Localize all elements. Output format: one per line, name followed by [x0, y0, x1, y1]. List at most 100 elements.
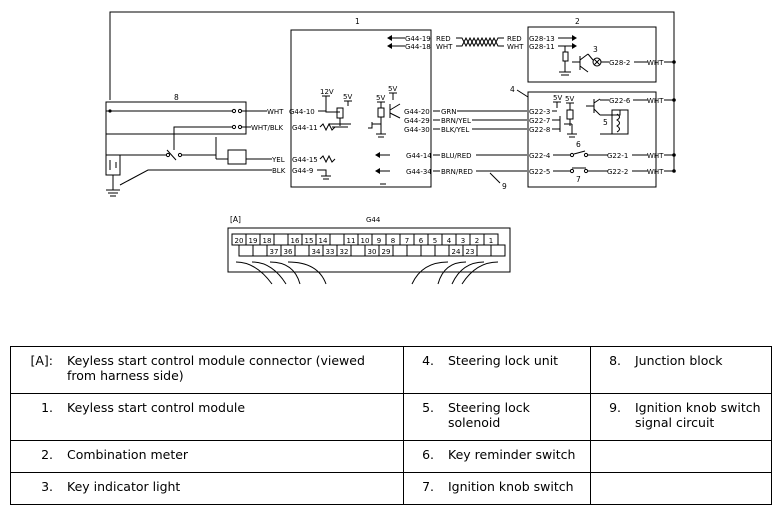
connector-pin-cell	[406, 244, 422, 257]
wire-wht-g44-10: WHT	[267, 108, 284, 116]
connector-pin-label: 8	[391, 237, 395, 245]
legend-number: 5.	[403, 393, 442, 441]
legend-text: Keyless start control module	[61, 393, 404, 441]
connector-pin-label: 9	[377, 237, 381, 245]
supply-12v: 12V	[320, 88, 334, 96]
control-module-box	[290, 29, 432, 188]
connector-pin-cell	[476, 244, 492, 257]
wire-blk: BLK	[272, 167, 286, 175]
label-g44-30: G44-30	[404, 126, 430, 134]
connector-pin-label: 34	[312, 248, 321, 256]
wire-wht-2: WHT	[507, 43, 524, 51]
legend-row: [A]:Keyless start control module connect…	[10, 346, 772, 394]
connector-pin-cell	[350, 244, 366, 257]
wire-red: RED	[436, 35, 451, 43]
wire-brn-red: BRN/RED	[441, 168, 473, 176]
connector-pin-label: 7	[405, 237, 409, 245]
label-g44-19: G44-19	[405, 35, 431, 43]
battery-icon	[105, 154, 121, 176]
callout-7: 7	[576, 175, 581, 184]
legend-text: Combination meter	[61, 440, 404, 473]
connector-pin-label: 11	[347, 237, 356, 245]
connector-pin-cell	[329, 233, 345, 246]
wire-yel: YEL	[271, 156, 285, 164]
legend-number: 6.	[403, 440, 442, 473]
label-g28-2: G28-2	[609, 59, 630, 67]
callout-4: 4	[510, 85, 515, 94]
wire-blu-red: BLU/RED	[441, 152, 472, 160]
supply-5v-c: 5V	[376, 94, 385, 102]
supply-5v-d: 5V	[553, 94, 562, 102]
connector-pin-cell	[252, 244, 268, 257]
legend-number: 1.	[10, 393, 61, 441]
legend-number: 8.	[590, 346, 629, 394]
legend-text: Key reminder switch	[442, 440, 591, 473]
callout-1: 1	[355, 17, 360, 26]
legend-number: 7.	[403, 472, 442, 505]
legend-text	[629, 440, 772, 473]
connector-pin-label: 30	[368, 248, 377, 256]
connector-pin-label: 6	[419, 237, 424, 245]
label-g44-20: G44-20	[404, 108, 430, 116]
junction-block-box	[105, 101, 247, 135]
legend-number	[590, 440, 629, 473]
label-g22-2: G22-2	[607, 168, 628, 176]
connector-pin-label: 24	[452, 248, 461, 256]
supply-5v-a: 5V	[343, 93, 352, 101]
wire-blk-yel: BLK/YEL	[441, 126, 469, 134]
connector-pin-cell	[490, 244, 506, 257]
legend-number: 3.	[10, 472, 61, 505]
connector-pin-label: 19	[249, 237, 258, 245]
connector-pin-label: 3	[461, 237, 465, 245]
connector-pin-label: 23	[466, 248, 475, 256]
callout-6: 6	[576, 140, 581, 149]
wire-wht-g22-2: WHT	[647, 168, 664, 176]
connector-tag: [A]	[230, 215, 241, 224]
connector-pin-label: 15	[305, 237, 314, 245]
label-g22-3: G22-3	[529, 108, 550, 116]
connector-pin-label: 32	[340, 248, 349, 256]
label-g44-10: G44-10	[289, 108, 315, 116]
connector-pin-label: 4	[447, 237, 452, 245]
connector-pin-cell	[238, 244, 254, 257]
label-g44-29: G44-29	[404, 117, 430, 125]
connector-pin-label: 1	[489, 237, 493, 245]
wire-wht-blk: WHT/BLK	[251, 124, 284, 132]
label-g28-11: G28-11	[529, 43, 555, 51]
callout-2: 2	[575, 17, 580, 26]
label-g44-9: G44-9	[292, 167, 313, 175]
combination-meter-box	[527, 26, 657, 83]
legend-text: Steering lock unit	[442, 346, 591, 394]
wire-wht-g22-6: WHT	[647, 97, 664, 105]
label-g44-11: G44-11	[292, 124, 318, 132]
connector-pin-label: 36	[284, 248, 293, 256]
connector-pin-label: 2	[475, 237, 479, 245]
connector-pin-label: 18	[263, 237, 272, 245]
callout-3: 3	[593, 45, 598, 54]
label-g22-1: G22-1	[607, 152, 628, 160]
supply-5v-b: 5V	[388, 85, 397, 93]
label-g22-8: G22-8	[529, 126, 550, 134]
legend-number	[590, 472, 629, 505]
label-g22-4: G22-4	[529, 152, 551, 160]
legend-table: [A]:Keyless start control module connect…	[10, 346, 772, 505]
connector-pin-label: 10	[361, 237, 370, 245]
connector-pin-cell	[273, 233, 289, 246]
wire-wht-g22-1: WHT	[647, 152, 664, 160]
legend-number: 9.	[590, 393, 629, 441]
legend-text	[629, 472, 772, 505]
wire-grn: GRN	[441, 108, 457, 116]
wire-wht: WHT	[436, 43, 453, 51]
connector-pin-label: 29	[382, 248, 391, 256]
wire-wht-g28-2: WHT	[647, 59, 664, 67]
connector-pin-label: 37	[270, 248, 279, 256]
wiring-diagram: 1 G44-19 RED G44-18 WHT RED WHT 12V 5V 5…	[105, 11, 676, 285]
callout-9: 9	[502, 182, 507, 191]
connector-pin-label: 16	[291, 237, 300, 245]
legend-number: 4.	[403, 346, 442, 394]
legend-text: Ignition knob switch signal circuit	[629, 393, 772, 441]
label-g44-18: G44-18	[405, 43, 431, 51]
callout-5: 5	[603, 118, 608, 127]
